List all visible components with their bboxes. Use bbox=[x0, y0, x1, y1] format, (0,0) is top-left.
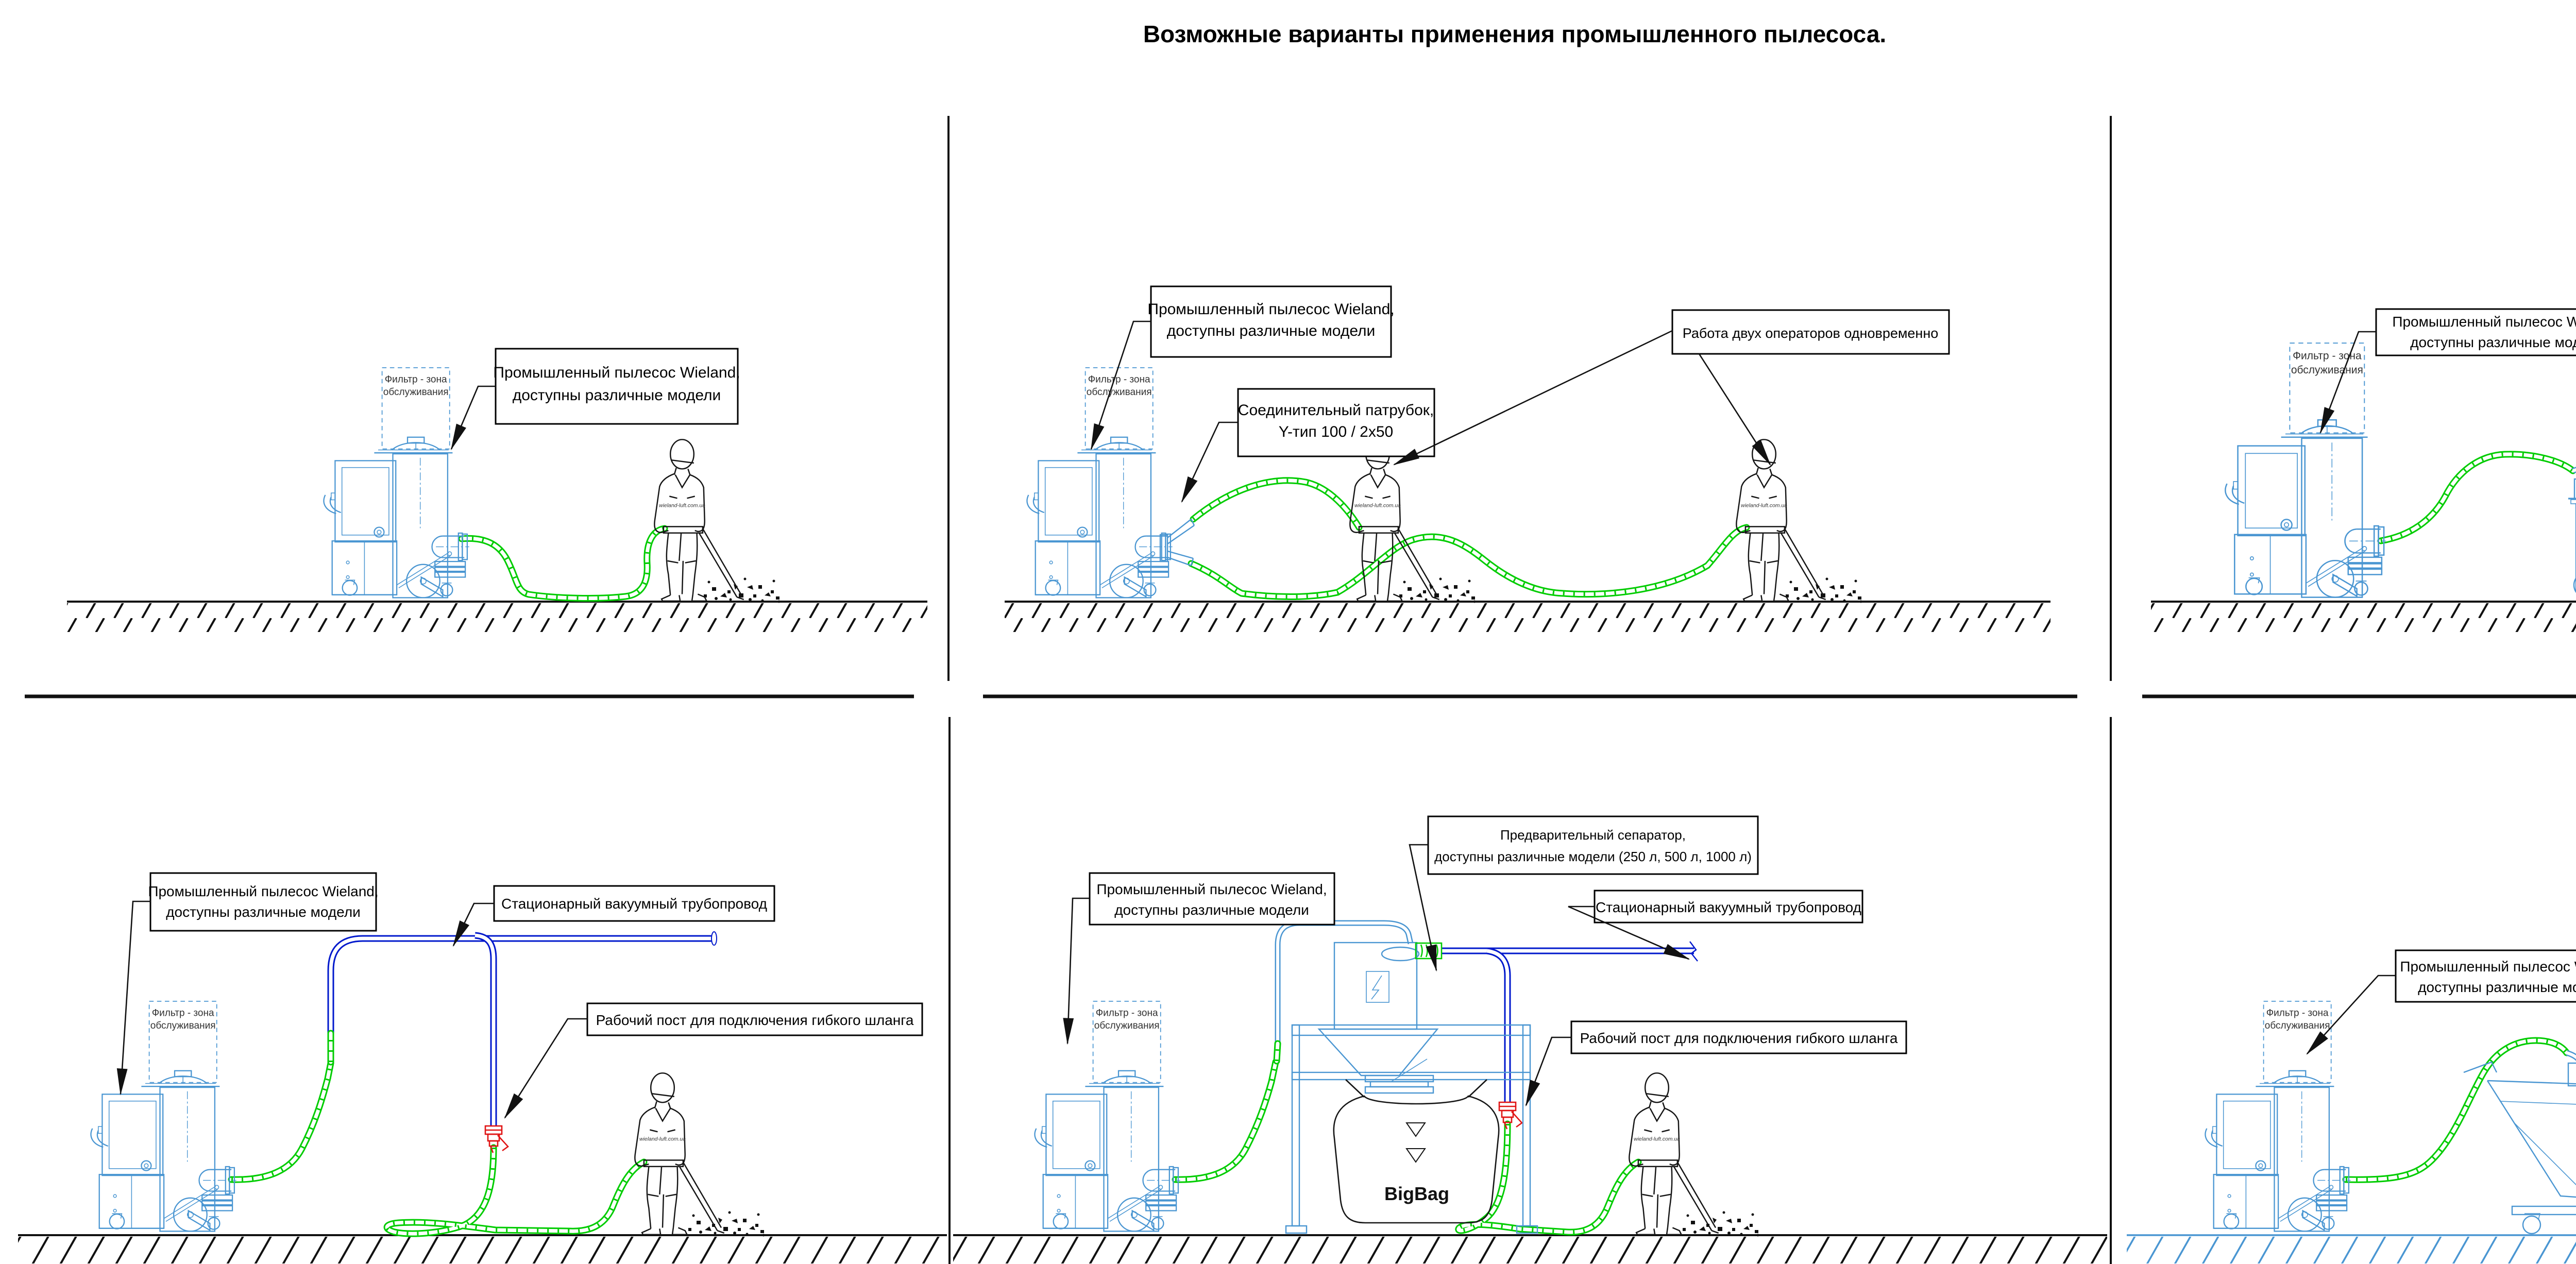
leader-line bbox=[450, 385, 496, 451]
stationary-pipeline bbox=[331, 931, 717, 1126]
ground-hatching bbox=[1005, 603, 2050, 632]
hose-from-vacuum bbox=[1175, 1044, 1278, 1180]
label-vacuum: Промышленный пылесос Wieland, доступны р… bbox=[450, 348, 740, 451]
leader-line bbox=[1409, 844, 1437, 972]
hose-to-operator bbox=[387, 1148, 644, 1234]
leader-line bbox=[116, 900, 150, 1096]
hopper bbox=[1317, 1028, 1439, 1077]
operator bbox=[1629, 1072, 1719, 1236]
svg-text:Промышленный пылесос Wieland,: Промышленный пылесос Wieland, bbox=[148, 883, 378, 899]
svg-text:Предварительный сепаратор,: Предварительный сепаратор, bbox=[1500, 827, 1686, 843]
vacuum-cleaner bbox=[1026, 367, 1173, 599]
vacuum-cleaner bbox=[1034, 1000, 1181, 1232]
panel-bottom-left: Промышленный пылесос Wieland, доступны р… bbox=[18, 872, 947, 1263]
svg-text:Рабочий пост для подключения г: Рабочий пост для подключения гибкого шла… bbox=[1580, 1030, 1898, 1046]
vacuum-cleaner bbox=[2225, 342, 2387, 598]
svg-text:Рабочий пост для подключения г: Рабочий пост для подключения гибкого шла… bbox=[596, 1012, 914, 1028]
hose-from-vacuum bbox=[231, 1033, 331, 1180]
ground-hatching bbox=[2151, 603, 2576, 632]
svg-text:Y-тип 100 / 2x50: Y-тип 100 / 2x50 bbox=[1279, 423, 1393, 440]
leader-line bbox=[1525, 1036, 1571, 1107]
label-vacuum: Промышленный пылесос Wieland, доступны р… bbox=[1090, 285, 1395, 451]
vacuum-cleaner bbox=[2205, 1000, 2351, 1232]
pipe-open-end bbox=[711, 931, 717, 946]
svg-text:доступны различные модели (250: доступны различные модели (250 л, 500 л,… bbox=[1434, 849, 1752, 864]
tipping-bucket bbox=[2486, 1080, 2576, 1198]
svg-text:доступны различные модели: доступны различные модели bbox=[166, 904, 361, 920]
hose-operator1 bbox=[1193, 481, 1359, 527]
bigbag-text: BigBag bbox=[1384, 1183, 1449, 1204]
svg-text:Промышленный пылесос Wieland,: Промышленный пылесос Wieland, bbox=[493, 364, 740, 381]
label-vacuum: Промышленный пылесос Wieland, доступны р… bbox=[2319, 308, 2576, 434]
label-pipeline: Стационарный вакуумный трубопровод bbox=[1568, 890, 1863, 960]
hose bbox=[462, 528, 665, 598]
svg-text:Работа двух операторов одновре: Работа двух операторов одновременно bbox=[1683, 326, 1939, 341]
vacuum-cleaner bbox=[90, 1000, 237, 1232]
operator bbox=[634, 1072, 725, 1236]
page-title: Возможные варианты применения промышленн… bbox=[1143, 21, 1886, 47]
debris bbox=[688, 1211, 765, 1237]
leader-line bbox=[452, 902, 494, 947]
svg-text:Стационарный вакуумный трубопр: Стационарный вакуумный трубопровод bbox=[1596, 899, 1861, 915]
label-vacuum: Промышленный пылесос Wieland, доступны р… bbox=[116, 872, 379, 1096]
svg-text:Промышленный пылесос Wieland,: Промышленный пылесос Wieland, bbox=[2392, 314, 2576, 330]
hose-to-separator bbox=[2346, 1040, 2567, 1180]
bigbag-sack bbox=[1333, 1079, 1500, 1224]
hose-to-operator bbox=[1459, 1124, 1638, 1232]
panel-top-right: Промышленный пылесос Wieland, доступны р… bbox=[2151, 308, 2576, 632]
hose-to-separator bbox=[2381, 454, 2573, 541]
ground-hatching bbox=[18, 1237, 947, 1263]
leader-line bbox=[1090, 320, 1151, 451]
ground-hatching bbox=[953, 1237, 2107, 1263]
ground-hatching bbox=[67, 603, 927, 632]
svg-text:доступны различные модели: доступны различные модели bbox=[1114, 902, 1309, 918]
vek-tipping-separator bbox=[2463, 1061, 2576, 1235]
y-connector bbox=[1159, 519, 1195, 567]
panel-bottom-right: Промышленный пылесос Wieland, доступны р… bbox=[2127, 949, 2576, 1263]
svg-text:Промышленный пылесос Wieland,: Промышленный пылесос Wieland, bbox=[2400, 959, 2576, 975]
svg-text:Промышленный пылесос Wieland,: Промышленный пылесос Wieland, bbox=[1147, 301, 1394, 318]
leader-line bbox=[504, 1018, 587, 1119]
operator-2 bbox=[1736, 439, 1826, 602]
stationary-pipeline bbox=[1442, 941, 1698, 1102]
label-workpost: Рабочий пост для подключения гибкого шла… bbox=[1525, 1020, 1907, 1107]
label-two-operators: Работа двух операторов одновременно bbox=[1393, 309, 1950, 466]
svg-text:Соединительный патрубок,: Соединительный патрубок, bbox=[1238, 402, 1434, 419]
label-y-connector: Соединительный патрубок, Y-тип 100 / 2x5… bbox=[1181, 388, 1435, 503]
panel-bottom-middle: BigBag Предварительный сепаратор, доступ… bbox=[953, 815, 2107, 1263]
leader-line bbox=[2319, 331, 2376, 434]
panel-dividers bbox=[25, 116, 2576, 1264]
leader-line-1 bbox=[1393, 330, 1673, 466]
label-pipeline: Стационарный вакуумный трубопровод bbox=[452, 885, 775, 947]
label-vacuum: Промышленный пылесос Wieland, доступны р… bbox=[1063, 872, 1335, 1045]
svg-text:доступны различные модели: доступны различные модели bbox=[2418, 979, 2576, 995]
panel-top-middle: Промышленный пылесос Wieland, доступны р… bbox=[1005, 285, 2050, 632]
svg-text:доступны различные модели: доступны различные модели bbox=[513, 387, 721, 404]
leader-line-2 bbox=[1698, 353, 1771, 466]
riser-pipe bbox=[1278, 923, 1411, 1045]
debris bbox=[1683, 1211, 1759, 1237]
panel-top-left: Промышленный пылесос Wieland, доступны р… bbox=[67, 348, 927, 632]
centrifugal-separator bbox=[2568, 478, 2576, 593]
svg-text:доступны различные модели: доступны различные модели bbox=[1167, 322, 1376, 339]
leader-line bbox=[1568, 906, 1690, 960]
hose-operator2 bbox=[1191, 527, 1747, 597]
leader-line bbox=[1181, 421, 1238, 503]
svg-text:Стационарный вакуумный трубопр: Стационарный вакуумный трубопровод bbox=[501, 896, 767, 912]
ground-hatching bbox=[2127, 1237, 2576, 1263]
pre-separator-bigbag: BigBag bbox=[1285, 942, 1538, 1234]
operator bbox=[654, 439, 744, 602]
coupling bbox=[1415, 942, 1443, 960]
leader-line bbox=[1063, 897, 1090, 1045]
svg-text:Промышленный пылесос Wieland,: Промышленный пылесос Wieland, bbox=[1096, 881, 1327, 897]
label-vacuum: Промышленный пылесос Wieland, доступны р… bbox=[2306, 949, 2576, 1055]
vacuum-cleaner bbox=[323, 367, 470, 599]
label-workpost: Рабочий пост для подключения гибкого шла… bbox=[504, 1002, 923, 1119]
pipe-break-mark bbox=[1689, 941, 1698, 962]
svg-text:доступны различные модели: доступны различные модели bbox=[2410, 334, 2576, 350]
leader-line bbox=[2306, 975, 2396, 1055]
label-preseparator: Предварительный сепаратор, доступны разл… bbox=[1409, 815, 1759, 972]
